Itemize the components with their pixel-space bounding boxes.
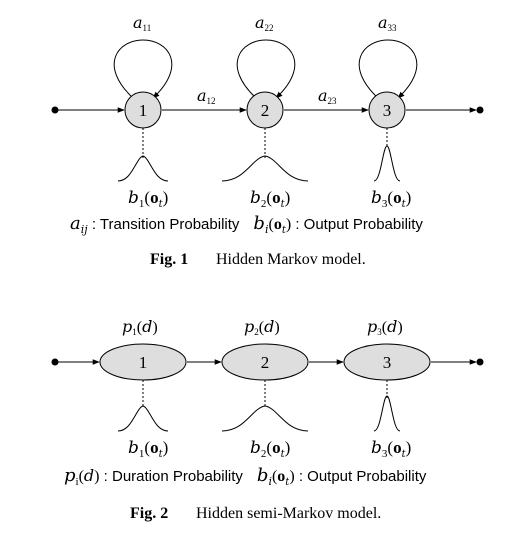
fig2-state-label-2: 2: [261, 353, 270, 372]
fig1-self-loop-2: [236, 39, 296, 99]
fig2-caption-label: Fig. 2: [130, 505, 168, 522]
fig1-self-label-11: a11: [133, 13, 151, 33]
fig1-self-label-33: a33: [378, 13, 397, 33]
fig2-start-dot: [51, 358, 59, 366]
fig2-output-dist-1: [117, 405, 169, 432]
fig2-hsmm: 1 2 3 p1(d) p2(d) p3(d) b1(ot) b2(ot) b3…: [51, 317, 484, 522]
fig1-self-loop-1: [113, 39, 173, 99]
fig1-output-dist-2: [221, 155, 309, 182]
fig2-duration-label-3: p3(d): [367, 317, 403, 337]
fig2-output-label-1: b1(ot): [128, 438, 168, 460]
fig2-state-label-3: 3: [383, 353, 392, 372]
fig1-output-label-2: b2(ot): [250, 188, 290, 210]
fig2-duration-label-1: p1(d): [122, 317, 158, 337]
fig1-hmm: 1 2 3 a11 a22 a33 a12 a23 b1(ot): [51, 13, 484, 268]
fig1-end-dot: [476, 106, 484, 114]
fig1-output-label-3: b3(ot): [371, 188, 411, 210]
fig1-start-dot: [51, 106, 59, 114]
fig1-caption-text: Hidden Markov model.: [216, 251, 366, 268]
fig2-caption-text: Hidden semi-Markov model.: [196, 505, 381, 522]
fig1-caption-label: Fig. 1: [150, 251, 188, 268]
fig1-trans-label-12: a12: [197, 86, 216, 106]
fig2-output-dist-2: [221, 405, 309, 432]
fig1-state-label-1: 1: [139, 101, 148, 120]
fig1-state-label-3: 3: [383, 101, 392, 120]
fig2-output-label-2: b2(ot): [250, 438, 290, 460]
fig2-duration-label-2: p2(d): [244, 317, 280, 337]
fig2-output-label-3: b3(ot): [371, 438, 411, 460]
fig1-output-dist-1: [117, 155, 169, 182]
fig1-self-label-22: a22: [255, 13, 274, 33]
fig1-output-dist-3: [373, 145, 401, 182]
fig1-output-label-1: b1(ot): [128, 188, 168, 210]
fig2-end-dot: [476, 358, 484, 366]
fig1-state-label-2: 2: [261, 101, 270, 120]
fig2-state-label-1: 1: [139, 353, 148, 372]
fig1-self-loop-3: [358, 39, 418, 99]
fig1-trans-label-23: a23: [318, 86, 337, 106]
fig2-output-dist-3: [373, 395, 401, 432]
